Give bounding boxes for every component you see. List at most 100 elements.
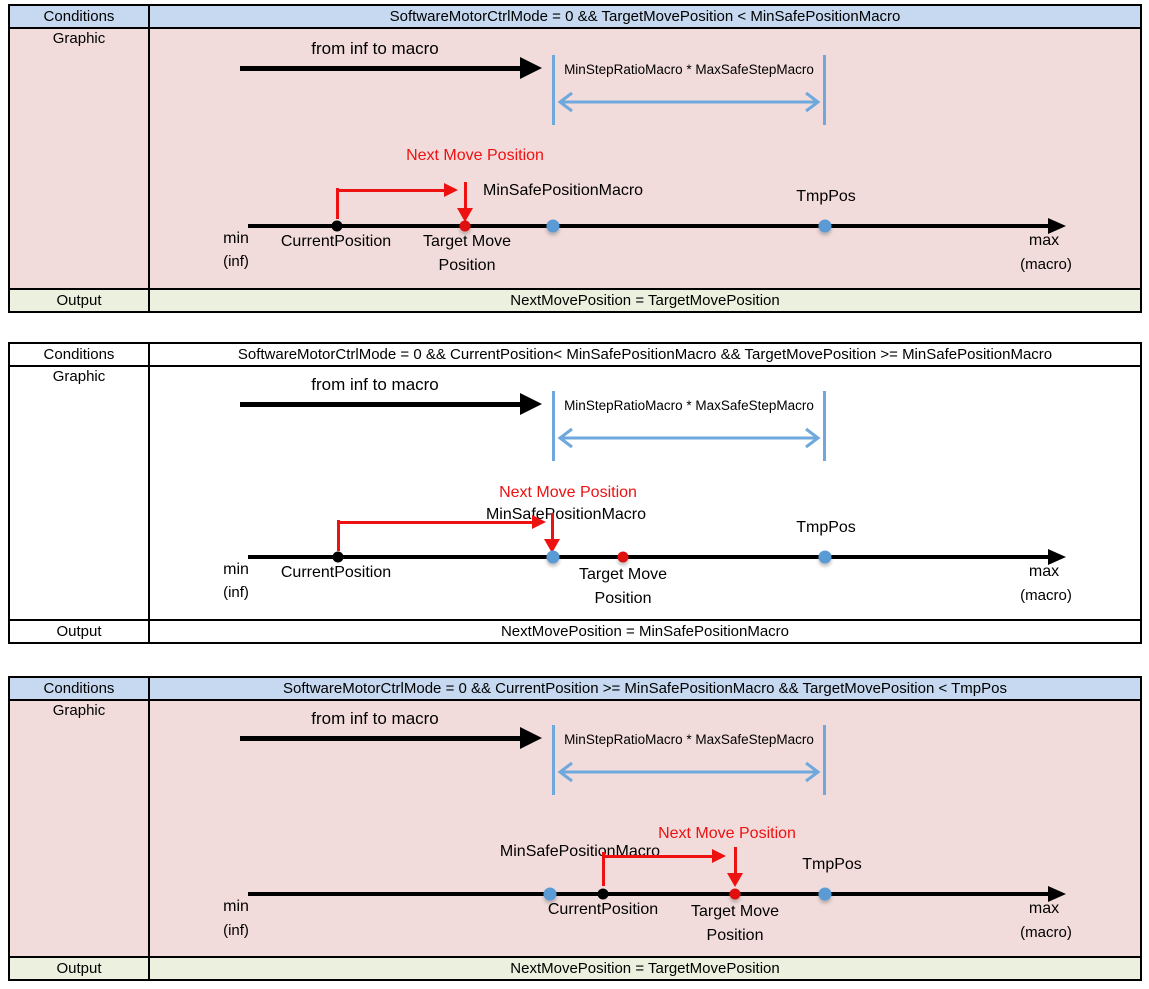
axis-max-label: max: [1028, 563, 1060, 580]
current-position-dot: [332, 551, 344, 563]
graphic-row-header: Graphic: [10, 701, 150, 956]
conditions-row: Conditions SoftwareMotorCtrlMode = 0 && …: [10, 344, 1140, 367]
current-position-label: CurrentPosition: [280, 564, 392, 581]
output-row-header: Output: [10, 290, 150, 311]
graphic-row-header: Graphic: [10, 367, 150, 619]
condition-table-2: Conditions SoftwareMotorCtrlMode = 0 && …: [8, 342, 1142, 644]
output-row: Output NextMovePosition = TargetMovePosi…: [10, 958, 1140, 979]
graphic-row: Graphic from inf to macro MinStepRatioMa…: [10, 29, 1140, 290]
target-move-dot: [459, 220, 471, 232]
axis-line: [248, 224, 1048, 228]
tmp-pos-label: TmpPos: [802, 856, 862, 873]
sweep-arrow-head-icon: [520, 393, 542, 415]
min-safe-position-label: MinSafePositionMacro: [485, 506, 647, 523]
next-move-label: Next Move Position: [406, 147, 544, 164]
move-arrow-line: [603, 855, 712, 858]
range-double-arrow-icon: [557, 761, 821, 783]
output-expression: NextMovePosition = TargetMovePosition: [150, 958, 1140, 979]
step-range-label: MinStepRatioMacro * MaxSafeStepMacro: [564, 732, 814, 747]
move-drop-head-icon: [457, 208, 473, 222]
range-left-bar: [552, 391, 555, 461]
sweep-arrow-head-icon: [520, 57, 542, 79]
sweep-arrow-head-icon: [520, 727, 542, 749]
min-safe-position-label: MinSafePositionMacro: [499, 843, 660, 860]
step-range-label: MinStepRatioMacro * MaxSafeStepMacro: [564, 62, 814, 77]
sweep-arrow-label: from inf to macro: [311, 709, 439, 728]
current-position-dot: [597, 888, 609, 900]
move-arrow-head-icon: [712, 849, 726, 863]
axis-arrow-head-icon: [1048, 549, 1066, 565]
move-arrow-start-tick: [602, 852, 605, 886]
tmp-pos-dot: [818, 550, 832, 564]
conditions-row: Conditions SoftwareMotorCtrlMode = 0 && …: [10, 6, 1140, 29]
min-safe-position-dot: [546, 550, 560, 564]
axis-min-label: min: [223, 561, 249, 578]
output-row-header: Output: [10, 621, 150, 642]
range-double-arrow-icon: [557, 427, 821, 449]
axis-min-label: min: [223, 898, 249, 915]
sweep-arrow-line: [240, 736, 520, 741]
min-safe-position-dot: [543, 887, 557, 901]
conditions-row-header: Conditions: [10, 6, 150, 27]
axis-arrow-head-icon: [1048, 886, 1066, 902]
current-position-label: CurrentPosition: [280, 233, 392, 250]
range-right-bar: [823, 725, 826, 795]
next-move-label: Next Move Position: [658, 825, 796, 842]
condition-table-1: Conditions SoftwareMotorCtrlMode = 0 && …: [8, 4, 1142, 313]
min-safe-position-dot: [546, 219, 560, 233]
sweep-arrow-line: [240, 402, 520, 407]
move-arrow-start-tick: [336, 188, 339, 219]
conditions-row-header: Conditions: [10, 678, 150, 699]
graphic-row: Graphic from inf to macro MinStepRatioMa…: [10, 701, 1140, 958]
output-expression: NextMovePosition = TargetMovePosition: [150, 290, 1140, 311]
condition-expression: SoftwareMotorCtrlMode = 0 && CurrentPosi…: [150, 678, 1140, 699]
axis-max-label: max: [1028, 232, 1060, 249]
target-move-label-line1: Target Move: [578, 566, 668, 583]
move-drop-head-icon: [727, 873, 743, 887]
axis-max-label: max: [1028, 900, 1060, 917]
current-position-dot: [331, 220, 343, 232]
sweep-arrow-label: from inf to macro: [311, 375, 439, 394]
output-row-header: Output: [10, 958, 150, 979]
graphic-row: Graphic from inf to macro MinStepRatioMa…: [10, 367, 1140, 621]
target-move-label-line1: Target Move: [690, 903, 780, 920]
axis-max-sub-label: (macro): [1020, 587, 1072, 604]
move-arrow-head-icon: [444, 183, 458, 197]
move-arrow-head-icon: [532, 515, 546, 529]
target-move-label-line2: Position: [594, 590, 652, 607]
graphic-row-header: Graphic: [10, 29, 150, 288]
tmp-pos-dot: [818, 219, 832, 233]
move-drop-line: [734, 847, 737, 873]
output-expression: NextMovePosition = MinSafePositionMacro: [150, 621, 1140, 642]
graphic-area: from inf to macro MinStepRatioMacro * Ma…: [150, 29, 1140, 288]
graphic-area: from inf to macro MinStepRatioMacro * Ma…: [150, 701, 1140, 956]
range-right-bar: [823, 55, 826, 125]
axis-min-sub-label: (inf): [223, 253, 249, 270]
condition-expression: SoftwareMotorCtrlMode = 0 && CurrentPosi…: [150, 344, 1140, 365]
tmp-pos-dot: [818, 887, 832, 901]
move-drop-line: [551, 513, 554, 539]
output-row: Output NextMovePosition = MinSafePositio…: [10, 621, 1140, 642]
move-arrow-start-tick: [337, 520, 340, 551]
target-move-label-line2: Position: [706, 927, 764, 944]
target-move-label-line1: Target Move: [422, 233, 512, 250]
tmp-pos-label: TmpPos: [796, 188, 856, 205]
axis-min-sub-label: (inf): [223, 584, 249, 601]
range-double-arrow-icon: [557, 91, 821, 113]
condition-expression: SoftwareMotorCtrlMode = 0 && TargetMoveP…: [150, 6, 1140, 27]
move-arrow-line: [337, 189, 444, 192]
condition-table-3: Conditions SoftwareMotorCtrlMode = 0 && …: [8, 676, 1142, 981]
axis-line: [248, 555, 1048, 559]
step-range-label: MinStepRatioMacro * MaxSafeStepMacro: [564, 398, 814, 413]
target-move-dot: [729, 888, 741, 900]
target-move-label-line2: Position: [438, 257, 496, 274]
target-move-dot: [617, 551, 629, 563]
axis-max-sub-label: (macro): [1020, 256, 1072, 273]
next-move-label: Next Move Position: [499, 484, 637, 501]
min-safe-position-label: MinSafePositionMacro: [483, 182, 644, 199]
range-left-bar: [552, 55, 555, 125]
range-left-bar: [552, 725, 555, 795]
conditions-row: Conditions SoftwareMotorCtrlMode = 0 && …: [10, 678, 1140, 701]
conditions-row-header: Conditions: [10, 344, 150, 365]
